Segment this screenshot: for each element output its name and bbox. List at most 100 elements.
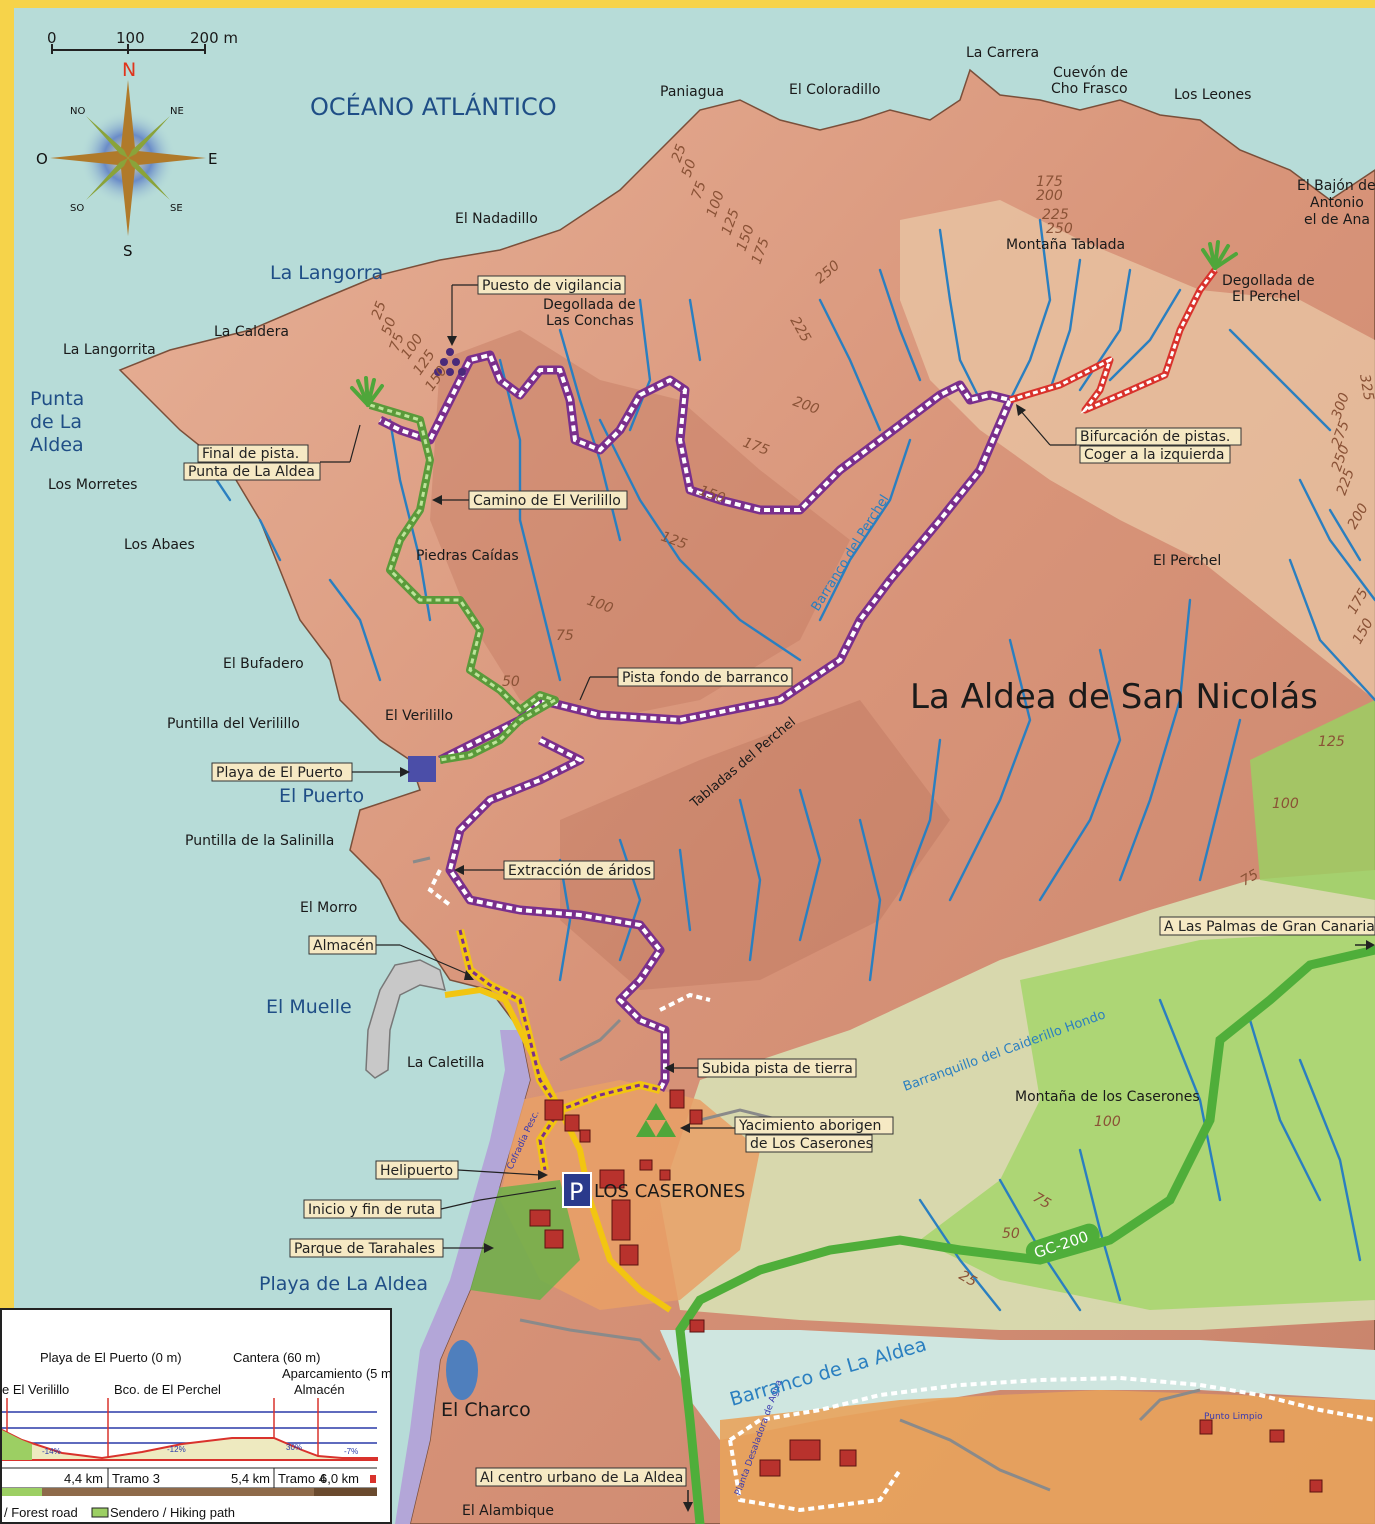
ridge-shade-3 <box>560 700 950 990</box>
place-los-abaes: Los Abaes <box>124 537 195 553</box>
compass-ne: NE <box>170 106 184 117</box>
place-degollada-perchel-1: Degollada de <box>1222 273 1315 289</box>
route-red-dash <box>1009 269 1217 414</box>
callout-centro: Al centro urbano de La Aldea <box>480 1470 683 1486</box>
place-la-langorrita: La Langorrita <box>63 342 156 358</box>
place-punto-limpio: Punto Limpio <box>1204 1412 1263 1422</box>
place-el-perchel: El Perchel <box>1153 553 1221 569</box>
contour-50a: 50 <box>679 157 700 179</box>
legend-km3: 6,0 km <box>320 1471 359 1486</box>
compass-so: SO <box>70 203 84 214</box>
place-el-nadadillo: El Nadadillo <box>455 211 538 227</box>
legend-g3: 30% <box>286 1443 302 1452</box>
place-bajon-2: Antonio <box>1310 195 1364 211</box>
contour-50c: 50 <box>502 674 520 690</box>
place-degollada-conchas-2: Las Conchas <box>546 313 634 329</box>
compass-se: SE <box>170 203 183 214</box>
compass-n: N <box>122 59 136 81</box>
contour-75d: 75 <box>387 331 408 353</box>
parking-sign: P <box>562 1172 592 1208</box>
callout-puesto: Puesto de vigilancia <box>482 278 622 294</box>
pier <box>365 959 447 1079</box>
compass-no: NO <box>70 106 85 117</box>
legend-g4: -7% <box>344 1447 358 1456</box>
place-degollada-conchas-1: Degollada de <box>543 297 636 313</box>
el-charco-pond <box>446 1340 478 1400</box>
place-el-muelle: El Muelle <box>266 996 352 1018</box>
compass-o: O <box>36 150 48 168</box>
white-track <box>427 869 711 1012</box>
streams <box>208 218 1375 1312</box>
callout-bifurcacion-2: Coger a la izquierda <box>1084 447 1224 463</box>
callout-playa-puerto: Playa de El Puerto <box>216 765 343 781</box>
scale-bar: 0 100 200 m <box>47 29 238 54</box>
farmland <box>920 930 1375 1310</box>
contour-25f: 25 <box>956 1268 980 1291</box>
place-paniagua: Paniagua <box>660 84 724 100</box>
place-los-leones: Los Leones <box>1174 87 1251 103</box>
place-punta-1: Punta <box>30 388 84 410</box>
callout-inicio: Inicio y fin de ruta <box>308 1202 435 1218</box>
contour-75e: 75 <box>1238 867 1262 890</box>
contour-75f: 75 <box>1030 1190 1054 1213</box>
place-la-carrera: La Carrera <box>966 45 1039 61</box>
place-la-caldera: La Caldera <box>214 324 289 340</box>
place-montana-caserones: Montaña de los Caserones <box>1015 1089 1200 1105</box>
place-punta-3: Aldea <box>30 434 84 456</box>
ocean-label: OCÉANO ATLÁNTICO <box>310 92 557 121</box>
contour-75c: 75 <box>556 628 574 644</box>
callout-yacimiento-1: Yacimiento aborigen <box>738 1118 881 1134</box>
gray-tracks <box>412 856 1201 1492</box>
contour-100f: 100 <box>1094 1114 1121 1130</box>
scale-zero: 0 <box>47 29 57 47</box>
place-el-morro: El Morro <box>300 900 357 916</box>
end-fan-perchel <box>1201 240 1238 270</box>
legend-foot2: Sendero / Hiking path <box>110 1505 235 1520</box>
callout-helipuerto: Helipuerto <box>380 1163 453 1179</box>
contour-50f: 50 <box>1002 1226 1020 1242</box>
place-el-charco: El Charco <box>441 1399 531 1421</box>
route-purple-lower-dash <box>447 738 667 1091</box>
contour-25d: 25 <box>369 299 390 321</box>
callout-final-2: Punta de La Aldea <box>188 464 315 480</box>
place-la-langorra: La Langorra <box>270 262 383 284</box>
elevation-profile-legend: Playa de El Puerto (0 m) Cantera (60 m) … <box>0 1308 392 1524</box>
legend-foot1: / Forest road <box>4 1505 78 1520</box>
compass-rose: N S E O NE NO SE SO <box>36 59 217 260</box>
callout-subida: Subida pista de tierra <box>702 1061 853 1077</box>
contour-250b: 250 <box>1046 221 1073 237</box>
callout-almacen: Almacén <box>313 938 374 954</box>
place-los-caserones: LOS CASERONES <box>594 1181 745 1202</box>
legend-g1: -14% <box>42 1447 61 1456</box>
legend-top2: Cantera (60 m) <box>233 1350 320 1365</box>
place-el-verilillo: El Verilillo <box>385 708 453 724</box>
legend-km1: 4,4 km <box>64 1471 103 1486</box>
place-la-caletilla: La Caletilla <box>407 1055 484 1071</box>
place-degollada-perchel-2: El Perchel <box>1232 289 1300 305</box>
profile-fill <box>2 1428 378 1461</box>
end-fan-punta <box>350 376 384 407</box>
callout-las-palmas: A Las Palmas de Gran Canaria <box>1164 919 1375 935</box>
legend-tramo3: Tramo 3 <box>112 1471 160 1486</box>
place-bajon-1: El Bajón de <box>1297 178 1375 194</box>
place-bajon-3: el de Ana <box>1304 212 1370 228</box>
callout-parque: Parque de Tarahales <box>294 1241 435 1257</box>
contour-200b: 200 <box>1036 188 1063 204</box>
contour-325e: 325 <box>1356 373 1375 402</box>
legend-top3: Aparcamiento (5 m) <box>282 1366 392 1381</box>
scale-end: 200 m <box>190 29 238 47</box>
legend-mid3: Almacén <box>294 1382 345 1397</box>
vigilancia-dots <box>434 348 466 376</box>
place-el-puerto: El Puerto <box>279 785 364 807</box>
compass-e: E <box>208 150 217 168</box>
contour-75a: 75 <box>689 179 710 201</box>
callouts: Puesto de vigilancia Final de pista. Pun… <box>183 275 1375 1512</box>
legend-tramo4: Tramo 4 <box>278 1471 326 1486</box>
place-los-morretes: Los Morretes <box>48 477 137 493</box>
contour-25a: 25 <box>669 142 690 164</box>
legend-mid1: e El Verilillo <box>2 1382 69 1397</box>
place-el-alambique: El Alambique <box>462 1503 554 1519</box>
place-el-coloradillo: El Coloradillo <box>789 82 880 98</box>
contour-100e: 100 <box>1272 796 1299 812</box>
gc-200-road <box>675 945 1375 1524</box>
